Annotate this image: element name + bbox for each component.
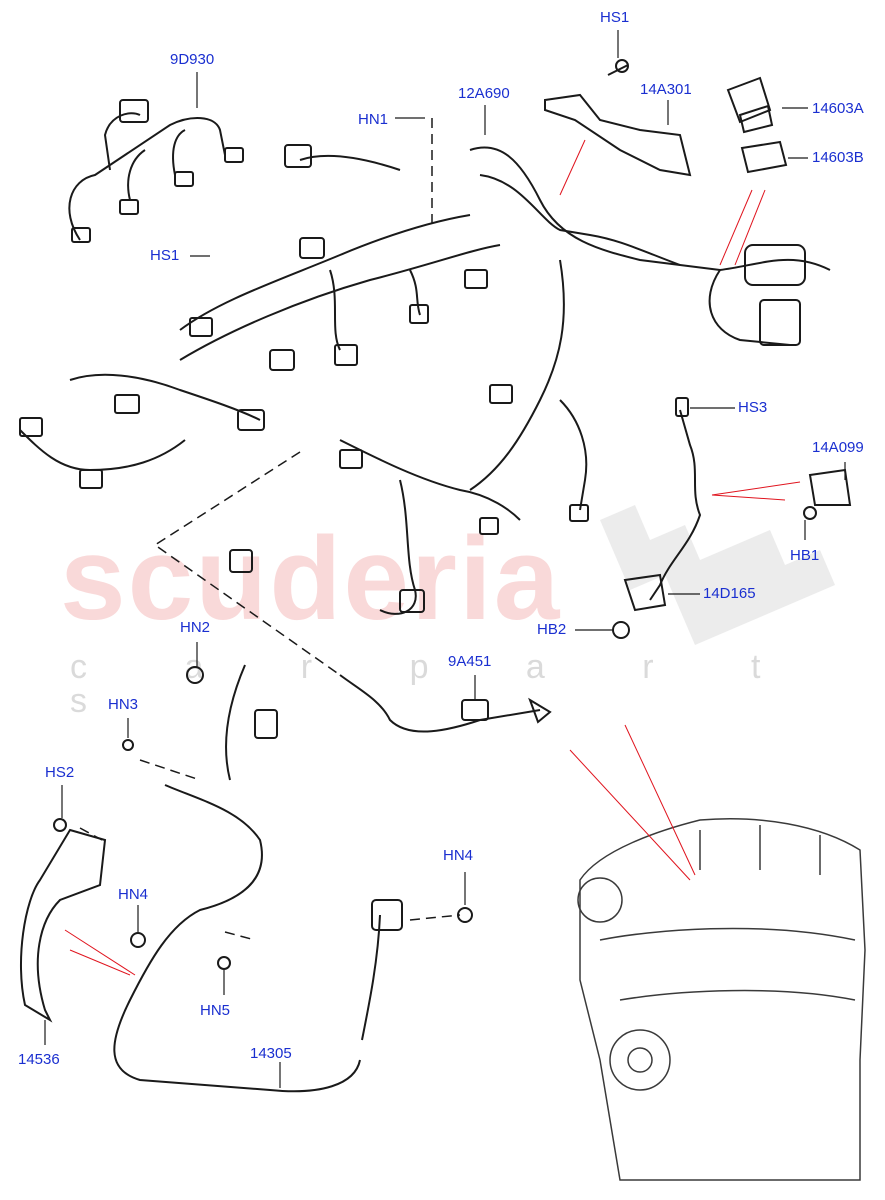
pointer-lines: [64, 139, 801, 976]
lower-harness-14305: [113, 664, 473, 1093]
callout-12a690: 12A690: [458, 85, 510, 102]
callout-hn1: HN1: [358, 111, 389, 128]
callout-hb1: HB1: [790, 547, 820, 564]
callout-9a451: 9A451: [448, 653, 492, 670]
callout-hs2: HS2: [45, 764, 75, 781]
callout-hn4-left: HN4: [118, 886, 149, 903]
callout-14536: 14536: [18, 1051, 60, 1068]
callout-14d165: 14D165: [703, 585, 756, 602]
callout-hn3: HN3: [108, 696, 139, 713]
callout-hn4-right: HN4: [443, 847, 474, 864]
main-harness-12a690: [19, 144, 831, 615]
engine-block-sketch: [577, 818, 866, 1181]
connectors-14603: [726, 76, 788, 174]
callout-14a099: 14A099: [812, 439, 864, 456]
callout-14a301: 14A301: [640, 81, 692, 98]
harness-9a451: [339, 674, 552, 733]
watermark-brand: scuderia: [60, 513, 562, 645]
callout-hb2: HB2: [537, 621, 567, 638]
watermark-tagline: c a r p a r t s: [70, 648, 805, 720]
assembly-dash-lines: [79, 118, 461, 941]
callout-9d930: 9D930: [170, 51, 215, 68]
callout-14603a: 14603A: [812, 100, 864, 117]
callout-hs1-top: HS1: [600, 9, 630, 26]
bracket-14a301: [544, 59, 692, 177]
injector-harness-9d930: [68, 99, 244, 243]
flag-watermark: [600, 505, 835, 645]
callout-hs1-left: HS1: [150, 247, 180, 264]
callout-leaders: [44, 30, 846, 1088]
callout-hs3: HS3: [738, 399, 768, 416]
callout-hn5: HN5: [200, 1002, 231, 1019]
callout-14603b: 14603B: [812, 149, 864, 166]
bracket-14536: [20, 818, 107, 1023]
callout-14305: 14305: [250, 1045, 292, 1062]
callout-hn2: HN2: [180, 619, 211, 636]
